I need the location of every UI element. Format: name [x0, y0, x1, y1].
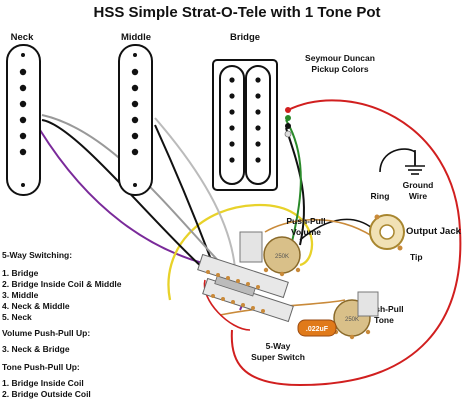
volume-pot-lugs: [263, 267, 301, 277]
jack-ring-lug: [374, 214, 380, 220]
volume-heading: Volume Push-Pull Up:: [2, 328, 90, 338]
ground-bus: [264, 218, 373, 237]
volume-pot-value: 250K: [275, 254, 289, 260]
switching-item: 4. Neck & Middle: [2, 301, 70, 311]
tone-heading: Tone Push-Pull Up:: [2, 362, 80, 372]
switch-label-line2: Super Switch: [251, 352, 305, 362]
tone-item: 2. Bridge Outside Coil: [2, 389, 91, 399]
tone-pot: Push-Pull Tone 250K .022uF: [297, 291, 404, 340]
neck-pole-pieces: [19, 68, 27, 156]
switch-body: [214, 275, 256, 297]
switching-item: 3. Middle: [2, 290, 39, 300]
output-jack-label: Output Jack: [406, 226, 462, 237]
green-wire-bridge: [285, 119, 302, 251]
tone-label-line1: Push-Pull: [364, 304, 403, 314]
neck-pickup-label: Neck: [11, 32, 34, 43]
black-wire-neck: [41, 119, 206, 271]
capacitor-value: .022uF: [306, 326, 329, 333]
red-wire-bridge: [230, 99, 462, 387]
switching-item: 1. Bridge: [2, 268, 39, 278]
neck-pickup: Neck: [6, 32, 41, 196]
volume-legend: Volume Push-Pull Up: 3. Neck & Bridge: [2, 328, 90, 354]
ground-label-line1: Ground: [403, 180, 434, 190]
volume-item: 3. Neck & Bridge: [2, 344, 70, 354]
black-wire-bridge: [285, 127, 305, 246]
volume-label-line1: Push-Pull: [286, 216, 325, 226]
diagram-title: HSS Simple Strat-O-Tele with 1 Tone Pot: [94, 4, 381, 21]
bridge-pickup-label: Bridge: [230, 32, 260, 43]
white-wire-middle: [154, 117, 236, 269]
volume-to-jack: [299, 218, 373, 241]
tone-pot-value: 250K: [345, 317, 359, 323]
switch-label-line1: 5-Way: [266, 341, 291, 351]
volume-label-line2: Volume: [291, 227, 321, 237]
output-jack: Ring Output Jack Tip: [369, 191, 462, 262]
five-way-switch: 5-Way Super Switch: [197, 253, 305, 362]
tone-capacitor: [297, 319, 337, 337]
middle-pole-pieces: [131, 68, 139, 156]
tip-label: Tip: [410, 252, 423, 262]
volume-pot: Push-Pull Volume 250K: [239, 216, 326, 277]
tone-pushpull-switch: [357, 291, 379, 317]
tone-item: 1. Bridge Inside Coil: [2, 378, 84, 388]
switching-heading: 5-Way Switching:: [2, 250, 72, 260]
volume-pushpull-switch: [239, 231, 263, 263]
switch-red-link: [203, 279, 251, 331]
humbucker-pole-pieces: [229, 77, 261, 163]
middle-pickup-label: Middle: [121, 32, 151, 43]
switching-item: 2. Bridge Inside Coil & Middle: [2, 279, 122, 289]
ground-symbol: Ground Wire: [403, 150, 434, 201]
switching-item: 5. Neck: [2, 312, 32, 322]
jack-socket: [379, 224, 395, 240]
switching-legend: 5-Way Switching: 1. Bridge 2. Bridge Ins…: [2, 250, 122, 322]
bridge-pickup: Bridge Seymour Duncan Pickup Colors: [212, 32, 375, 191]
yellow-wire: [167, 203, 314, 301]
jack-tip-lug: [397, 245, 403, 251]
tone-legend: Tone Push-Pull Up: 1. Bridge Inside Coil…: [2, 362, 91, 399]
ground-wire: [379, 148, 416, 173]
brand-line-2: Pickup Colors: [311, 64, 368, 74]
humbucker-coil-right: [245, 65, 271, 185]
ground-label-line2: Wire: [409, 191, 428, 201]
middle-pickup: Middle: [118, 32, 153, 196]
humbucker-coil-left: [219, 65, 245, 185]
ring-label: Ring: [371, 191, 390, 201]
tone-label-line2: Tone: [374, 315, 394, 325]
bridge-lead-dots: [284, 107, 292, 138]
black-wire-middle: [154, 124, 216, 271]
brand-line-1: Seymour Duncan: [305, 53, 375, 63]
switch-lugs: [206, 270, 265, 313]
